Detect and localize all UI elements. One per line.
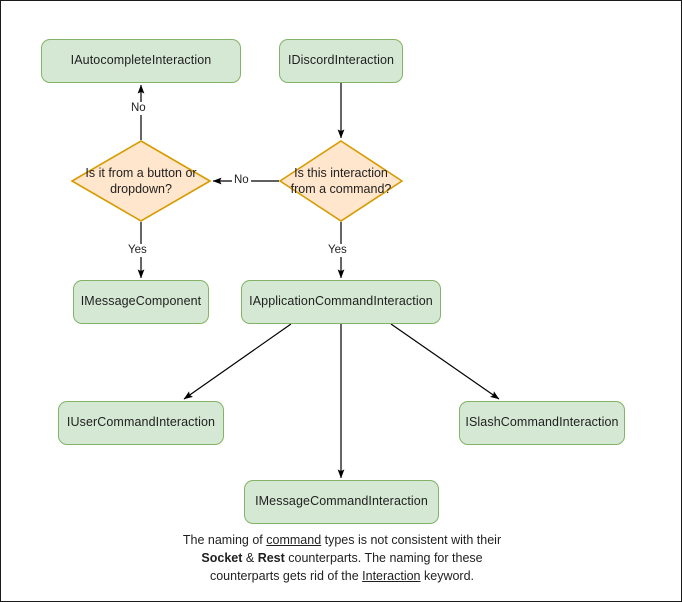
footer-text: keyword. (420, 568, 475, 583)
edge-application-command-to-slash-command (390, 323, 500, 400)
footer-note: The naming of command types is not consi… (92, 532, 592, 585)
node-autocomplete-interaction[interactable]: IAutocompleteInteraction (41, 39, 241, 83)
node-message-component[interactable]: IMessageComponent (73, 280, 209, 324)
footer-line-2: Socket & Rest counterparts. The naming f… (92, 550, 592, 568)
footer-text: counterparts. The naming for these (284, 550, 483, 565)
edge-label-yes-left: Yes (126, 244, 149, 257)
footer-text: types is not consistent with their (321, 533, 502, 547)
node-label: ISlashCommandInteraction (465, 415, 619, 430)
decision-from-command[interactable]: Is this interaction from a command? (279, 140, 403, 222)
decision-label: Is it from a button or dropdown? (85, 165, 197, 196)
edge-label-no-horizontal: No (232, 174, 251, 187)
node-application-command-interaction[interactable]: IApplicationCommandInteraction (241, 280, 441, 324)
node-slash-command-interaction[interactable]: ISlashCommandInteraction (459, 401, 625, 445)
footer-underlined-command: command (266, 533, 322, 547)
node-label: IUserCommandInteraction (66, 415, 216, 430)
node-label: IDiscordInteraction (287, 53, 395, 68)
footer-text: & (242, 550, 258, 565)
footer-underlined-interaction: Interaction (362, 568, 421, 583)
edge-label-no-vertical: No (129, 102, 148, 115)
footer-bold-socket: Socket (201, 550, 243, 565)
footer-bold-rest: Rest (257, 550, 285, 565)
footer-line-1: The naming of command types is not consi… (92, 532, 592, 550)
decision-label: Is this interaction from a command? (290, 165, 392, 196)
node-user-command-interaction[interactable]: IUserCommandInteraction (58, 401, 224, 445)
node-label: IMessageComponent (80, 294, 202, 309)
diamond-shape-icon (71, 140, 211, 222)
node-message-command-interaction[interactable]: IMessageCommandInteraction (244, 480, 439, 524)
footer-text: The naming of (182, 533, 267, 547)
node-label: IMessageCommandInteraction (255, 494, 428, 509)
decision-button-or-dropdown[interactable]: Is it from a button or dropdown? (71, 140, 211, 222)
node-discord-interaction[interactable]: IDiscordInteraction (279, 39, 403, 83)
footer-text: counterparts gets rid of the (209, 568, 363, 583)
edge-label-yes-right: Yes (326, 244, 349, 257)
node-label: IApplicationCommandInteraction (249, 294, 433, 309)
diamond-shape-icon (279, 140, 403, 222)
node-label: IAutocompleteInteraction (70, 53, 212, 68)
edge-application-command-to-user-command (183, 323, 292, 400)
footer-line-3: counterparts gets rid of the Interaction… (92, 568, 592, 586)
